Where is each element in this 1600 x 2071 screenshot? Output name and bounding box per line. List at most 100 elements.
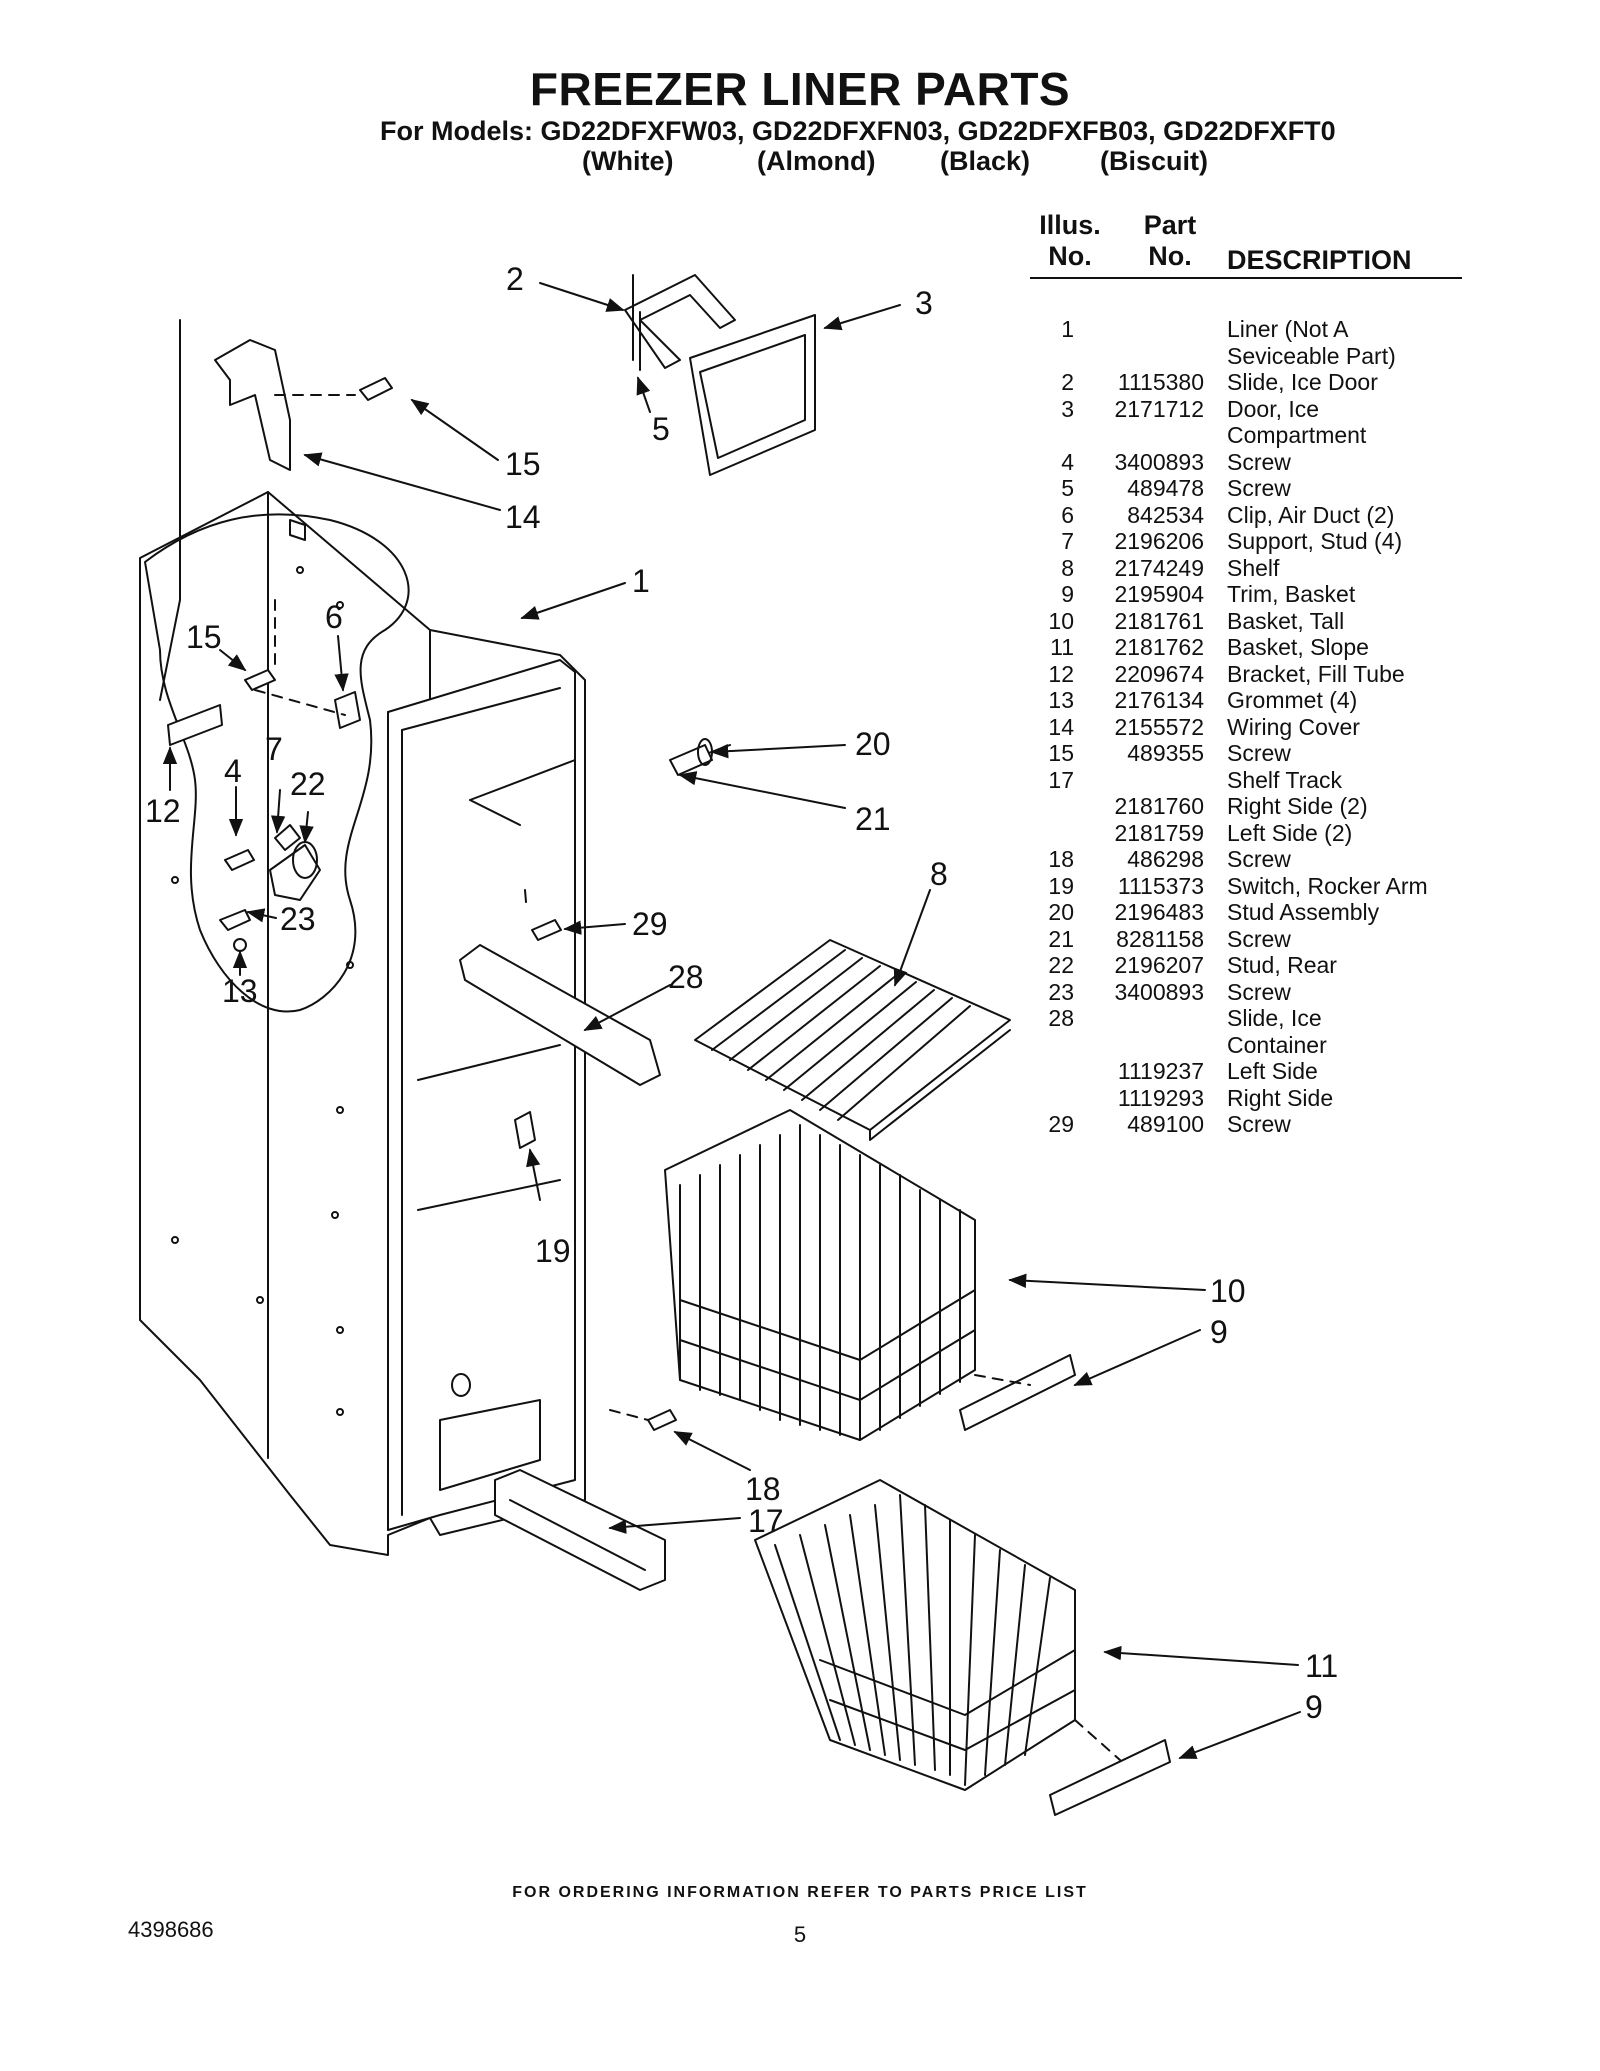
part-description: Wiring Cover <box>1227 713 1360 740</box>
models-line: For Models: GD22DFXFW03, GD22DFXFN03, GD… <box>380 116 1336 146</box>
part-description: Screw <box>1227 978 1291 1005</box>
callout-8: 8 <box>930 856 948 892</box>
ice-door-part-3 <box>689 314 816 476</box>
document-number: 4398686 <box>128 1917 214 1942</box>
color-white: (White) <box>582 146 674 176</box>
callout-13: 13 <box>222 973 258 1009</box>
parts-row: Compartment <box>1030 422 1490 449</box>
part-number: 1119293 <box>1117 1084 1204 1111</box>
part-description: Trim, Basket <box>1227 581 1356 607</box>
wiring-cover-part-14 <box>214 339 291 471</box>
part-description: Shelf <box>1227 554 1280 581</box>
illus-number: 4 <box>1061 448 1074 475</box>
page-number: 5 <box>793 1922 807 1947</box>
part-description: Right Side (2) <box>1227 793 1368 819</box>
part-description: Door, Ice <box>1227 395 1320 422</box>
part-number: 8281158 <box>1116 925 1204 952</box>
callout-2: 2 <box>506 261 524 297</box>
part-number: 2195904 <box>1114 581 1204 607</box>
part-number: 1119237 <box>1117 1058 1204 1084</box>
part-number: 1115373 <box>1117 872 1204 899</box>
part-number: 486298 <box>1127 846 1204 872</box>
part-header-line1: Part <box>1143 210 1197 240</box>
assembly-guides <box>254 394 1121 1761</box>
part-description: Seviceable Part) <box>1227 342 1396 369</box>
description-header: DESCRIPTION <box>1227 245 1412 275</box>
shelf-part-8 <box>694 939 1011 1141</box>
slope-basket-part-11 <box>754 1479 1076 1791</box>
part-description: Left Side <box>1227 1058 1318 1084</box>
illus-number: 22 <box>1048 952 1074 978</box>
part-description: Clip, Air Duct (2) <box>1227 501 1395 528</box>
part-number: 2196483 <box>1114 899 1204 925</box>
part-description: Liner (Not A <box>1227 316 1349 342</box>
illus-number: 1 <box>1061 316 1074 342</box>
part-number: 489100 <box>1127 1111 1204 1137</box>
part-number: 2181759 <box>1114 819 1204 846</box>
stud-assembly-part-20 <box>669 738 713 776</box>
illus-number: 7 <box>1061 528 1074 554</box>
illus-number: 6 <box>1061 501 1074 528</box>
illus-number: 29 <box>1048 1111 1074 1137</box>
part-description: Container <box>1227 1031 1327 1058</box>
tall-basket-part-10 <box>664 1109 976 1441</box>
shelf-track-part-17 <box>494 1469 666 1591</box>
parts-row: 2181759 Left Side (2) <box>1030 820 1490 847</box>
illus-header-line1: Illus. <box>1039 210 1101 240</box>
callout-12: 12 <box>145 793 181 829</box>
callout-19: 19 <box>535 1233 571 1269</box>
illus-header-line2: No. <box>1048 241 1092 271</box>
illus-number: 21 <box>1048 925 1074 952</box>
illus-number: 28 <box>1048 1005 1074 1031</box>
callout-23: 23 <box>280 901 316 937</box>
callout-15-left: 15 <box>186 619 222 655</box>
illus-number: 23 <box>1048 978 1074 1005</box>
illus-number: 13 <box>1048 687 1074 713</box>
callout-7: 7 <box>265 731 283 767</box>
part-description: Switch, Rocker Arm <box>1227 872 1428 899</box>
callout-14: 14 <box>505 499 541 535</box>
part-description: Support, Stud (4) <box>1227 528 1403 554</box>
part-description: Basket, Tall <box>1227 607 1345 634</box>
part-header-line2: No. <box>1148 241 1192 271</box>
color-black: (Black) <box>940 146 1031 176</box>
illus-number: 11 <box>1050 634 1074 660</box>
part-description: Stud Assembly <box>1227 899 1380 925</box>
callout-4: 4 <box>224 753 242 789</box>
wiring-tube <box>159 319 181 701</box>
header-divider <box>1030 277 1462 279</box>
part-number: 2196206 <box>1114 528 1204 554</box>
illus-number: 5 <box>1061 475 1074 501</box>
part-number: 2196207 <box>1114 952 1204 978</box>
illus-number: 20 <box>1048 899 1074 925</box>
ice-door-slide-part-2 <box>624 274 736 369</box>
part-number: 2181762 <box>1114 634 1204 660</box>
part-description: Shelf Track <box>1227 766 1343 793</box>
callout-5: 5 <box>652 411 670 447</box>
illus-number: 12 <box>1048 660 1074 687</box>
callout-28: 28 <box>668 959 704 995</box>
part-description: Grommet (4) <box>1227 687 1358 713</box>
illus-number: 19 <box>1048 872 1074 899</box>
part-description: Screw <box>1227 740 1291 766</box>
parts-row: Seviceable Part) <box>1030 343 1490 370</box>
part-description: Slide, Ice <box>1227 1005 1322 1031</box>
part-number: 489478 <box>1127 475 1204 501</box>
parts-row: Container <box>1030 1032 1490 1059</box>
callout-6: 6 <box>325 599 343 635</box>
part-description: Left Side (2) <box>1227 819 1353 846</box>
callout-21: 21 <box>855 801 891 837</box>
part-number: 3400893 <box>1114 448 1204 475</box>
